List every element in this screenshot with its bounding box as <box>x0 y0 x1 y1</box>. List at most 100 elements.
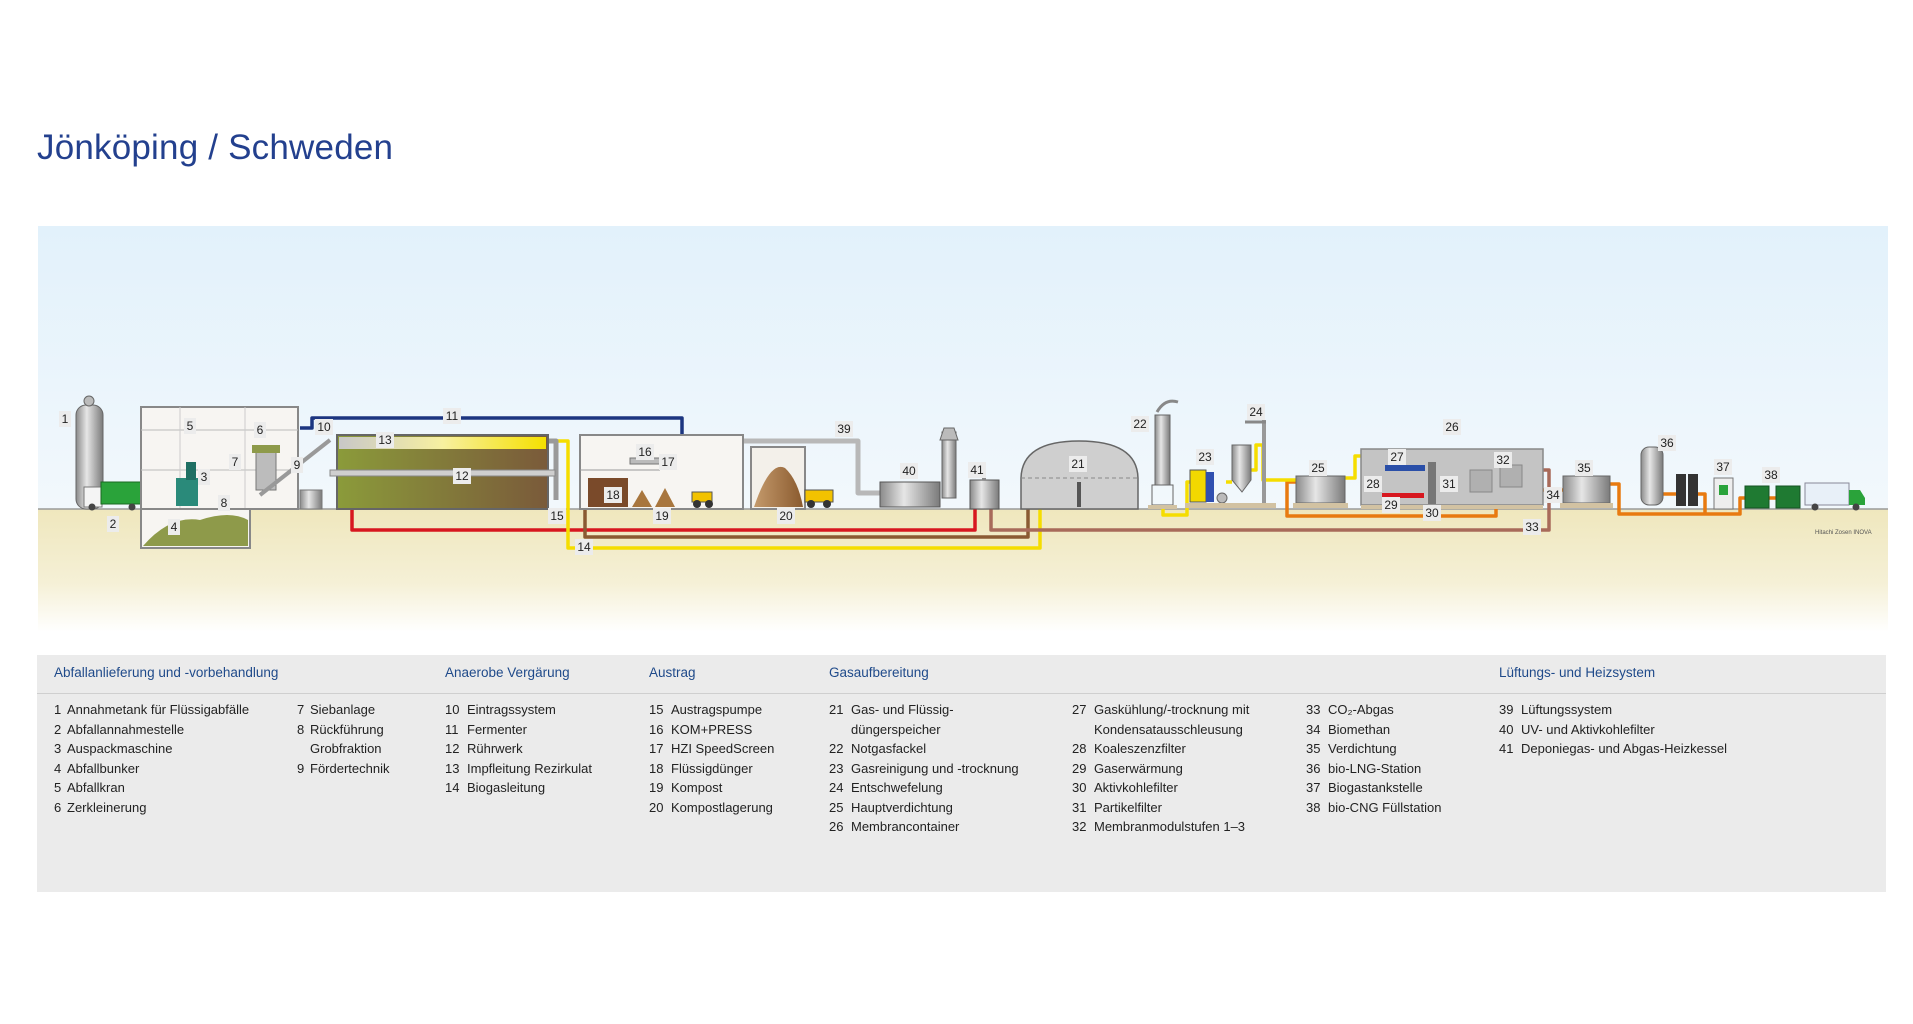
legend-item-label: KOM+PRESS <box>671 721 753 737</box>
legend-item-label: Austragspumpe <box>671 702 763 717</box>
callout-number: 7 <box>232 455 239 469</box>
callout-number: 26 <box>1445 420 1459 434</box>
legend-item-number: 29 <box>1072 760 1087 776</box>
legend-item-label: Membrancontainer <box>851 819 960 834</box>
legend-item-number: 21 <box>829 702 844 717</box>
legend-item-number: 39 <box>1499 702 1514 717</box>
legend-item-number: 11 <box>445 721 459 737</box>
legend-item-number: 27 <box>1072 702 1087 717</box>
callout-35: 35 <box>1575 460 1593 476</box>
callout-25: 25 <box>1309 460 1327 476</box>
legend-item-label: Gas- und Flüssig- <box>851 702 954 717</box>
callout-10: 10 <box>315 419 333 435</box>
callout-39: 39 <box>835 421 853 437</box>
callout-number: 21 <box>1071 457 1085 471</box>
callout-36: 36 <box>1658 435 1676 451</box>
callout-31: 31 <box>1440 476 1458 492</box>
legend-item-number: 13 <box>445 760 460 776</box>
legend-item-number: 6 <box>54 799 62 815</box>
desulfurization-unit <box>1228 420 1276 508</box>
callout-14: 14 <box>575 539 593 555</box>
legend-item-label: Gaskühlung/-trocknung mit <box>1094 702 1250 717</box>
legend-item-number: 35 <box>1306 741 1321 756</box>
callout-number: 23 <box>1198 450 1212 464</box>
legend-item-number: 24 <box>829 780 844 795</box>
callout-number: 19 <box>655 509 669 523</box>
callout-32: 32 <box>1494 452 1512 468</box>
callout-12: 12 <box>453 468 471 484</box>
gas-racks <box>1676 474 1698 506</box>
callout-11: 11 <box>443 408 461 424</box>
compressor <box>1562 475 1611 504</box>
callout-3: 3 <box>198 469 210 485</box>
legend-item-number: 30 <box>1072 780 1087 795</box>
callout-27: 27 <box>1388 449 1406 465</box>
callout-number: 5 <box>187 419 194 433</box>
legend-item: 27 Gaskühlung/-trocknung mit <box>1072 700 1249 720</box>
callout-22: 22 <box>1131 416 1149 432</box>
legend-item-label: Grobfraktion <box>310 741 382 756</box>
legend-item-label: Siebanlage <box>310 702 376 717</box>
legend-item-label: Fermenter <box>467 721 527 737</box>
callout-number: 34 <box>1546 488 1560 502</box>
callout-number: 1 <box>62 412 69 426</box>
legend-item-number: 15 <box>649 702 664 717</box>
legend-heading: Abfallanlieferung und -vorbehandlung <box>54 665 279 680</box>
legend-item: 15 Austragspumpe <box>649 700 774 720</box>
callout-number: 27 <box>1390 450 1404 464</box>
legend-item-label: Koaleszenzfilter <box>1094 741 1186 756</box>
legend-item-label: Notgasfackel <box>851 741 927 756</box>
callout-number: 2 <box>110 517 117 531</box>
legend-divider <box>37 693 1886 694</box>
cng-truck <box>1804 482 1865 511</box>
legend-item-label: Fördertechnik <box>310 760 390 776</box>
legend-item-label: Biogasleitung <box>467 780 546 795</box>
membrane-container <box>1360 448 1544 509</box>
callout-29: 29 <box>1382 497 1400 513</box>
legend-item-label: Biomethan <box>1328 721 1391 737</box>
callout-number: 3 <box>201 470 208 484</box>
callout-23: 23 <box>1196 449 1214 465</box>
legend-item-number: 14 <box>445 780 460 795</box>
callout-number: 14 <box>577 540 591 554</box>
legend-item-number: 10 <box>445 702 460 717</box>
legend-item: 11 Fermenter <box>445 720 592 740</box>
compost-storage <box>750 446 834 510</box>
fermenter <box>329 434 556 510</box>
callout-number: 33 <box>1525 520 1539 534</box>
callout-13: 13 <box>376 432 394 448</box>
legend-item-label: Verdichtung <box>1328 741 1397 756</box>
callout-41: 41 <box>968 462 986 478</box>
callout-21: 21 <box>1069 456 1087 472</box>
legend-item-label: Kompostlagerung <box>671 799 773 815</box>
callout-34: 34 <box>1544 487 1562 503</box>
callout-8: 8 <box>218 495 230 511</box>
pipe-orange-35 <box>1610 482 1745 516</box>
callout-38: 38 <box>1762 467 1780 483</box>
legend-item-number: 8 <box>297 721 305 737</box>
callout-number: 35 <box>1577 461 1591 475</box>
callout-number: 29 <box>1384 498 1398 512</box>
legend-item-number: 1 <box>54 702 62 717</box>
callout-2: 2 <box>107 516 119 532</box>
callout-number: 11 <box>446 409 459 423</box>
legend-item-label: Aktivkohlefilter <box>1094 780 1178 795</box>
legend-item-label: HZI SpeedScreen <box>671 741 775 756</box>
legend-item: 35 Verdichtung <box>1306 739 1441 759</box>
ground <box>38 509 1888 632</box>
callout-30: 30 <box>1423 505 1441 521</box>
legend-item: Kondensatausschleusung <box>1072 720 1249 740</box>
